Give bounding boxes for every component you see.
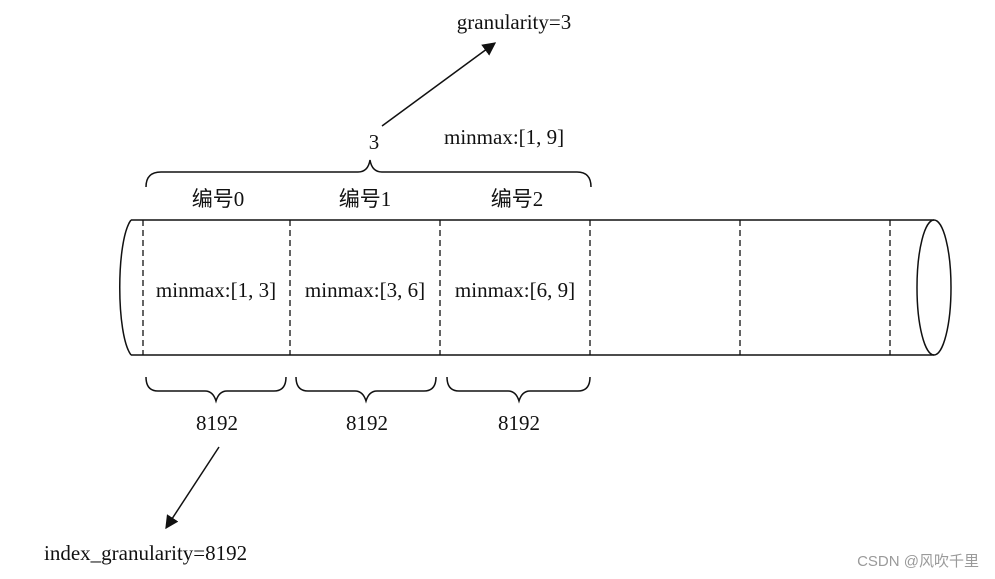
- mark-minmax-0: minmax:[1, 3]: [155, 278, 277, 302]
- index-granularity-arrow: [165, 446, 220, 530]
- mark-minmax-1: minmax:[3, 6]: [304, 278, 426, 302]
- mark-id-label-0: 编号0: [191, 187, 245, 211]
- mark-rows-0: 8192: [196, 411, 238, 435]
- granularity-arrow: [381, 42, 497, 127]
- cylinder: [119, 219, 952, 356]
- mark-separators: [142, 220, 891, 355]
- mark-rows-1: 8192: [346, 411, 388, 435]
- granularity-label: granularity=3: [456, 10, 572, 34]
- mark-rows-2: 8192: [498, 411, 540, 435]
- group-brace: [145, 159, 592, 188]
- group-count-label: 3: [368, 130, 380, 154]
- row-brace-0: [145, 376, 287, 404]
- group-minmax-label: minmax:[1, 9]: [444, 125, 565, 149]
- watermark: CSDN @风吹千里: [857, 553, 979, 570]
- mark-id-label-2: 编号2: [490, 187, 544, 211]
- row-braces: [145, 376, 591, 404]
- cylinder-right-end: [916, 219, 952, 356]
- mark-minmax-2: minmax:[6, 9]: [454, 278, 576, 302]
- row-brace-2: [446, 376, 591, 404]
- cylinder-left-end: [119, 219, 132, 356]
- mark-id-label-1: 编号1: [338, 187, 392, 211]
- row-brace-1: [295, 376, 437, 404]
- index-granularity-label: index_granularity=8192: [44, 541, 248, 565]
